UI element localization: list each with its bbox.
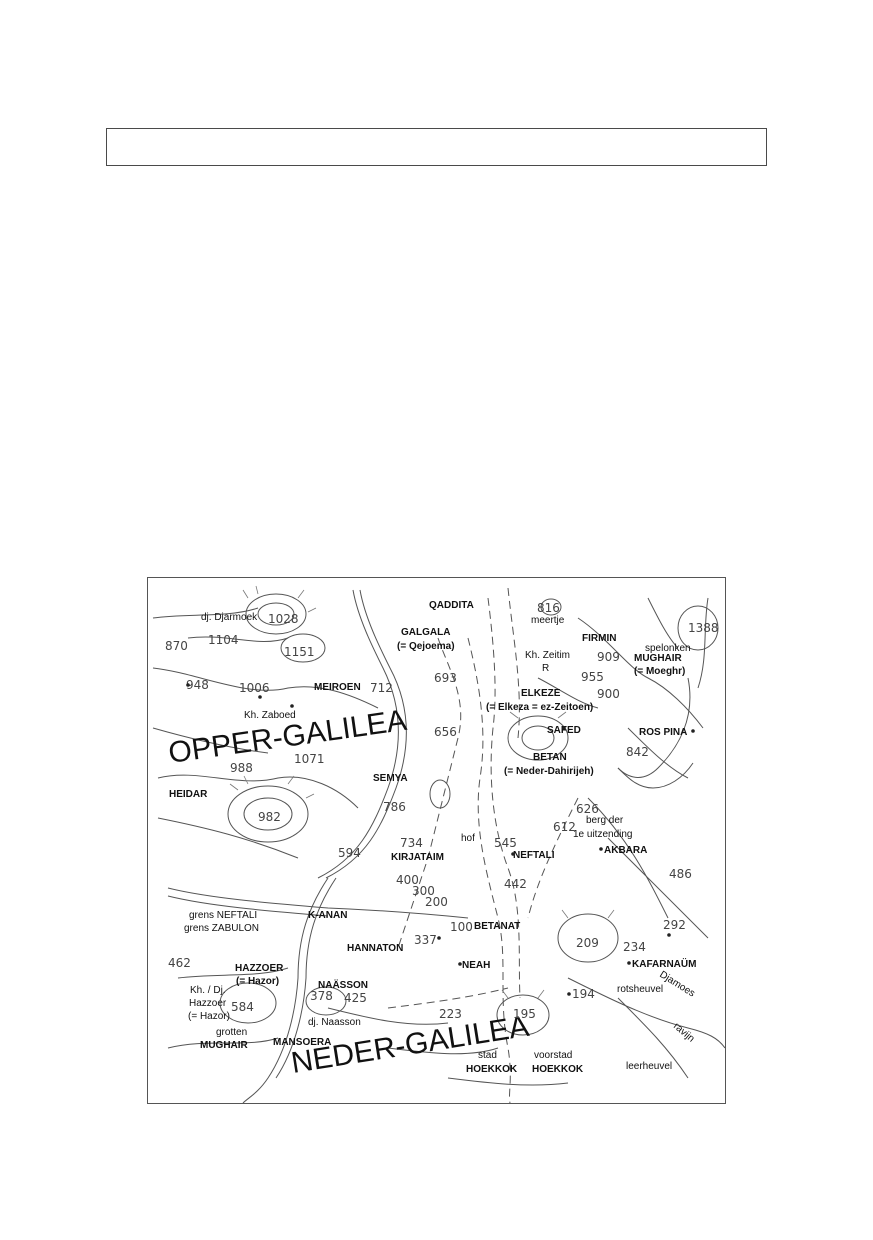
elevation-1028: 1028 (268, 612, 299, 626)
place-mughair-south: MUGHAIR (200, 1040, 249, 1051)
place-stad: stad (478, 1050, 497, 1061)
note-kh-zaboed: Kh. Zaboed (244, 710, 296, 721)
elevation-900: 900 (597, 687, 620, 701)
place-hazzoer-alt: (= Hazor) (236, 976, 279, 987)
note-rotsheuvel: rotsheuvel (617, 984, 663, 995)
place-elkeze: ELKEZE (521, 688, 561, 699)
elevation-693: 693 (434, 671, 457, 685)
map-drawing: OPPER-GALILEA NEDER-GALILEA QADDITA GALG… (152, 585, 725, 1103)
place-mughair-north: MUGHAIR (634, 653, 683, 664)
elevation-300: 300 (412, 884, 435, 898)
elevation-734: 734 (400, 836, 423, 850)
place-hazzoer: HAZZOER (235, 963, 284, 974)
place-qaddita: QADDITA (429, 600, 474, 611)
elevation-200: 200 (425, 895, 448, 909)
elevation-486: 486 (669, 867, 692, 881)
elevation-1151: 1151 (284, 645, 315, 659)
place-elkeze-alt: (= Elkeza = ez-Zeitoen) (486, 702, 593, 713)
place-kafarnaum: KAFARNAÜM (632, 957, 696, 970)
elevation-337: 337 (414, 933, 437, 947)
elevation-292: 292 (663, 918, 686, 932)
note-hazzoer: Hazzoer (189, 998, 227, 1009)
place-meiroen: MEIROEN (314, 682, 361, 693)
elevation-234: 234 (623, 940, 646, 954)
elevation-909: 909 (597, 650, 620, 664)
elevation-656: 656 (434, 725, 457, 739)
note-dj-naasson: dj. Naasson (308, 1017, 361, 1028)
elevation-948: 948 (186, 678, 209, 692)
elevation-1388: 1388 (688, 621, 719, 635)
elevation-462: 462 (168, 956, 191, 970)
hachures (229, 585, 615, 999)
note-spelonken: spelonken (645, 643, 691, 654)
map-linework (152, 587, 725, 1103)
place-safed: SAFED (547, 725, 581, 736)
elevation-194: 194 (572, 987, 595, 1001)
note-djamoes: Djamoes (657, 969, 696, 999)
note-grens-zabulon: grens ZABULON (184, 923, 259, 934)
elevation-400: 400 (396, 873, 419, 887)
note-zeitim-r: R (542, 663, 549, 674)
elevation-955: 955 (581, 670, 604, 684)
place-hannaton: HANNATON (347, 943, 403, 954)
elevation-100: 100 (450, 920, 473, 934)
note-kh-dj: Kh. / Dj. (190, 985, 226, 996)
elevation-626: 626 (576, 802, 599, 816)
elevation-584: 584 (231, 1000, 254, 1014)
note-hof: hof (461, 833, 475, 844)
place-akbara: AKBARA (604, 845, 647, 856)
elevation-1006: 1006 (239, 681, 270, 695)
place-mughair-north-alt: (= Moeghr) (634, 666, 685, 677)
elevation-378: 378 (310, 989, 333, 1003)
place-ros-pina: ROS PINA (639, 727, 687, 738)
note-kh-zeitim: Kh. Zeitim (525, 650, 570, 661)
settlement-markers (186, 683, 695, 996)
note-berg-der: berg der (586, 815, 624, 826)
elevation-1071: 1071 (294, 752, 325, 766)
place-hoekkok-voorstad: HOEKKOK (532, 1064, 584, 1075)
elevation-1104: 1104 (208, 633, 239, 647)
place-semya: SEMYA (373, 773, 408, 784)
elevation-594: 594 (338, 846, 361, 860)
place-naasson: NAÄSSON (318, 978, 368, 991)
note-eerste-uitzending: 1e uitzending (573, 829, 633, 840)
place-heidar: HEIDAR (169, 789, 208, 800)
place-hoekkok: HOEKKOK (466, 1064, 518, 1075)
elevation-816: 816 (537, 601, 560, 615)
galilee-map: OPPER-GALILEA NEDER-GALILEA QADDITA GALG… (147, 577, 726, 1104)
elevation-209: 209 (576, 936, 599, 950)
note-grens-neftali: grens NEFTALI (189, 910, 257, 921)
note-hazor: (= Hazor) (188, 1011, 230, 1022)
note-grotten: grotten (216, 1027, 247, 1038)
elevation-842: 842 (626, 745, 649, 759)
place-betanat: BETANAT (474, 921, 520, 932)
place-neftali: NEFTALI (513, 850, 555, 861)
caption-box (106, 128, 767, 166)
elevation-442: 442 (504, 877, 527, 891)
place-betan: BETAN (533, 752, 567, 763)
place-galgala: GALGALA (401, 627, 450, 638)
elevation-195: 195 (513, 1007, 536, 1021)
elevation-982: 982 (258, 810, 281, 824)
note-leerheuvel: leerheuvel (626, 1061, 672, 1072)
elevation-870: 870 (165, 639, 188, 653)
elevation-786: 786 (383, 800, 406, 814)
place-kirjataim: KIRJATAIM (391, 852, 444, 863)
elevation-712: 712 (370, 681, 393, 695)
elevation-425: 425 (344, 991, 367, 1005)
elevation-612: 612 (553, 820, 576, 834)
place-voorstad: voorstad (534, 1050, 572, 1061)
place-betan-alt: (= Neder-Dahirijeh) (504, 766, 594, 777)
note-ravijn: ravijn (671, 1021, 696, 1045)
elevation-545: 545 (494, 836, 517, 850)
note-dj-djarmoek: dj. Djarmoek (201, 612, 258, 623)
elevation-988: 988 (230, 761, 253, 775)
place-galgala-alt: (= Qejoema) (397, 641, 455, 652)
note-meertje: meertje (531, 615, 565, 626)
place-firmin: FIRMIN (582, 633, 616, 644)
place-mansoera: MANSOERA (273, 1037, 331, 1048)
place-neah: NEAH (462, 960, 490, 971)
place-k-anan: K-ANAN (308, 910, 347, 921)
elevation-223: 223 (439, 1007, 462, 1021)
